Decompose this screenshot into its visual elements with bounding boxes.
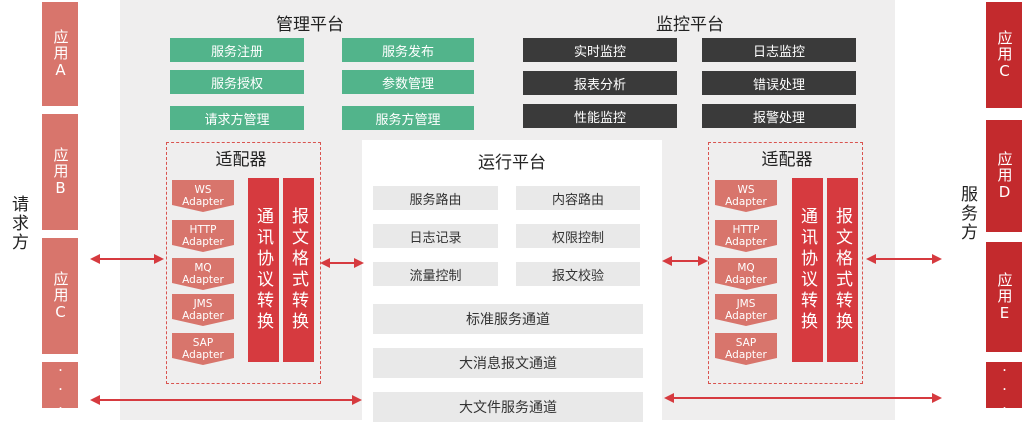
mgmt-parameter-manage: 参数管理 xyxy=(342,70,474,94)
left-adapter-title: 适配器 xyxy=(215,149,267,170)
runtime-platform-title: 运行平台 xyxy=(478,152,546,173)
mon-alarm: 报警处理 xyxy=(702,104,856,128)
provider-label: 服务方 xyxy=(957,185,977,242)
right-adapter-box xyxy=(708,142,863,384)
mgmt-service-authorize: 服务授权 xyxy=(170,70,304,94)
rt-flow-control: 流量控制 xyxy=(373,262,498,286)
left-protocol-conversion: 通讯协议转换 xyxy=(248,178,279,362)
rt-message-validation: 报文校验 xyxy=(516,262,640,286)
right-app-more: ... xyxy=(986,357,1022,414)
right-format-conversion: 报文格式转换 xyxy=(827,178,858,362)
left-app-b: 应用B xyxy=(42,114,78,230)
mon-performance: 性能监控 xyxy=(523,104,677,128)
mgmt-service-publish: 服务发布 xyxy=(342,38,474,62)
right-adapter-title: 适配器 xyxy=(761,149,813,170)
rt-content-routing: 内容路由 xyxy=(516,186,640,210)
left-app-more: ... xyxy=(42,357,78,414)
left-format-conversion: 报文格式转换 xyxy=(283,178,314,362)
mgmt-requester-manage: 请求方管理 xyxy=(170,106,304,130)
mon-error: 错误处理 xyxy=(702,71,856,95)
left-app-c: 应用C xyxy=(42,238,78,354)
management-platform-title: 管理平台 xyxy=(276,14,344,35)
mon-realtime: 实时监控 xyxy=(523,38,677,62)
right-protocol-conversion: 通讯协议转换 xyxy=(792,178,823,362)
mon-report: 报表分析 xyxy=(523,71,677,95)
right-app-e: 应用E xyxy=(986,242,1022,352)
mgmt-service-register: 服务注册 xyxy=(170,38,304,62)
mon-log: 日志监控 xyxy=(702,38,856,62)
rt-large-file-channel: 大文件服务通道 xyxy=(373,392,643,422)
left-app-a: 应用A xyxy=(42,2,78,106)
rt-standard-service-channel: 标准服务通道 xyxy=(373,304,643,334)
rt-service-routing: 服务路由 xyxy=(373,186,498,210)
right-app-d: 应用D xyxy=(986,120,1022,232)
monitoring-platform-title: 监控平台 xyxy=(656,14,724,35)
mgmt-provider-manage: 服务方管理 xyxy=(342,106,474,130)
right-app-c: 应用C xyxy=(986,2,1022,108)
rt-large-message-channel: 大消息报文通道 xyxy=(373,348,643,378)
rt-permission-control: 权限控制 xyxy=(516,224,640,248)
requester-label: 请求方 xyxy=(8,195,28,252)
rt-log-record: 日志记录 xyxy=(373,224,498,248)
